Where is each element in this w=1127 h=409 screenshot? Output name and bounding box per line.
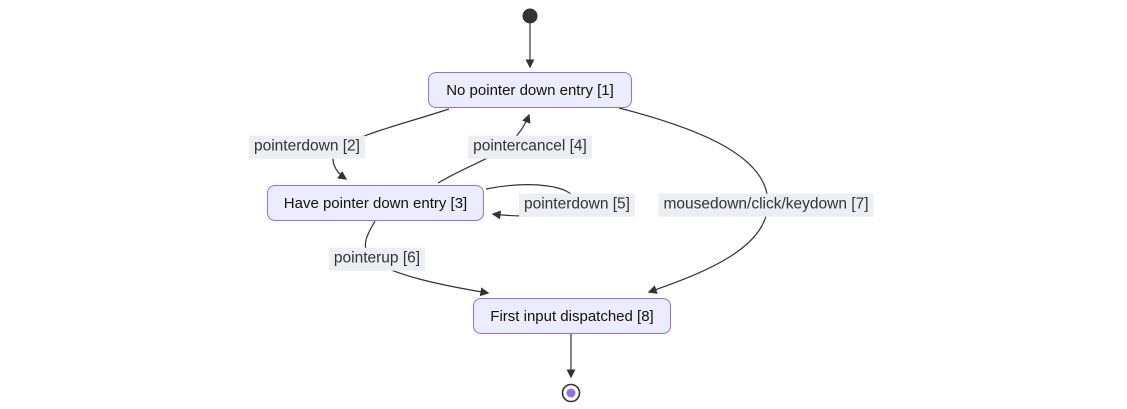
end-state-inner-dot (566, 388, 576, 398)
state-node-first-input-dispatched: First input dispatched [8] (473, 298, 671, 334)
edge-label-pointerup-6: pointerup [6] (328, 247, 426, 271)
edge-label-mousedown-click-keydown-7: mousedown/click/keydown [7] (658, 193, 874, 217)
state-node-have-pointer-down-entry: Have pointer down entry [3] (267, 185, 484, 221)
edge-label-pointercancel-4: pointercancel [4] (468, 135, 592, 159)
edge-label-pointerdown-2: pointerdown [2] (249, 135, 365, 159)
edge-label-pointerdown-5: pointerdown [5] (519, 193, 635, 217)
start-state-node (522, 8, 538, 24)
state-node-no-pointer-down-entry: No pointer down entry [1] (428, 72, 632, 108)
